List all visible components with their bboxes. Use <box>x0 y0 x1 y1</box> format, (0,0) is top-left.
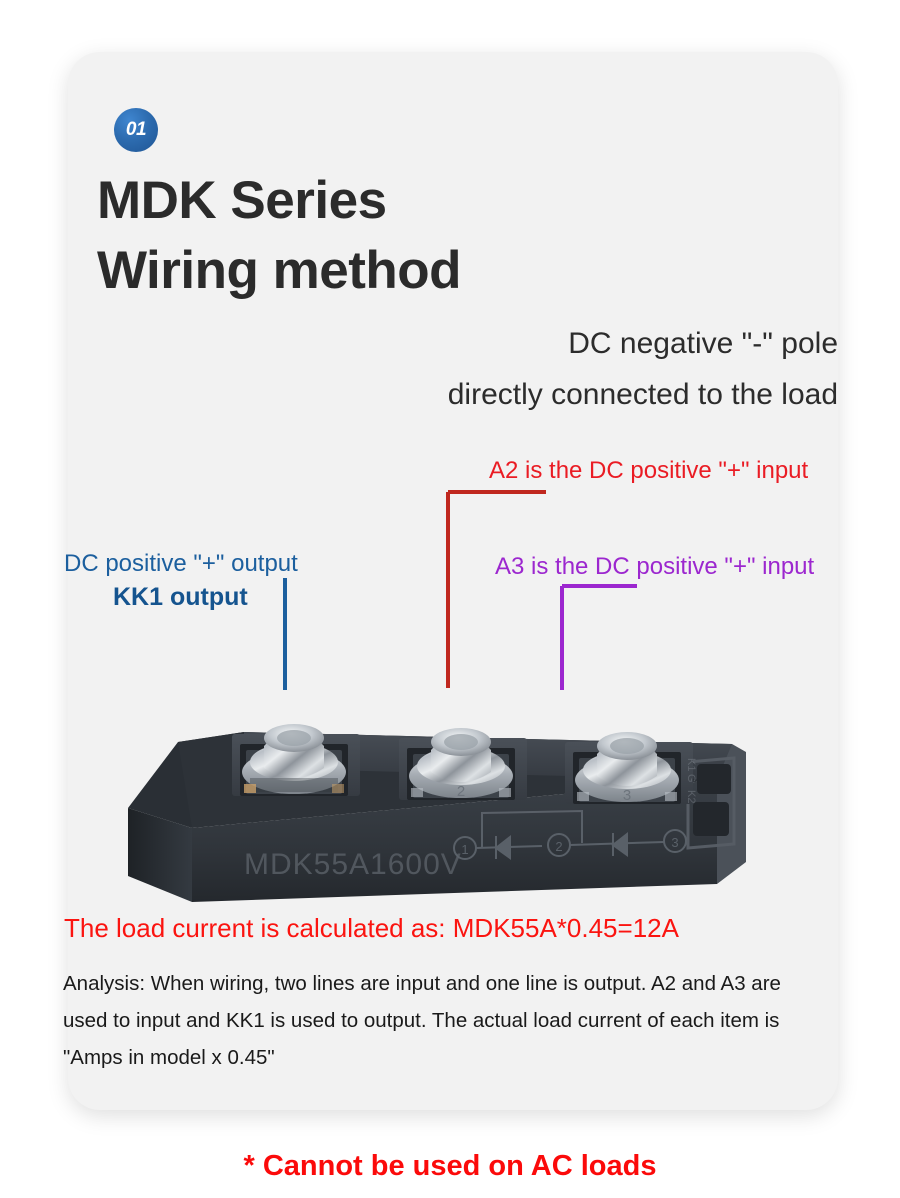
step-number-badge: 01 <box>114 108 158 152</box>
ac-load-warning: * Cannot be used on AC loads <box>243 1150 657 1182</box>
product-photo-mdk-rectifier-module: 2 3 MDK55A1600V <box>128 724 746 902</box>
terminal-2: 2 <box>407 728 515 800</box>
page-title: MDK Series Wiring method <box>97 171 461 300</box>
schematic-node-1: 1 <box>461 842 468 857</box>
callout-label-kk1-description: DC positive "+" output <box>64 550 298 577</box>
page-subtitle: DC negative "-" pole directly connected … <box>447 327 838 411</box>
diode-schematic: 1 2 3 <box>453 809 687 860</box>
analysis-paragraph: Analysis: When wiring, two lines are inp… <box>63 972 781 1069</box>
svg-text:K2: K2 <box>685 790 697 803</box>
terminal-1 <box>240 724 348 796</box>
callout-label-a2: A2 is the DC positive "+" input <box>489 457 809 484</box>
terminal-number-2: 2 <box>457 783 465 800</box>
terminal-3: 3 <box>573 732 681 804</box>
terminal-number-3: 3 <box>623 787 631 804</box>
schematic-node-2: 2 <box>555 839 562 854</box>
load-current-calculation: The load current is calculated as: MDK55… <box>64 913 679 943</box>
svg-text:K1: K1 <box>685 758 697 771</box>
svg-text:G: G <box>685 774 697 783</box>
callout-label-a3: A3 is the DC positive "+" input <box>495 553 815 580</box>
callout-label-kk1-output: KK1 output <box>113 583 248 611</box>
schematic-node-3: 3 <box>671 835 678 850</box>
product-model-text: MDK55A1600V <box>244 848 462 881</box>
